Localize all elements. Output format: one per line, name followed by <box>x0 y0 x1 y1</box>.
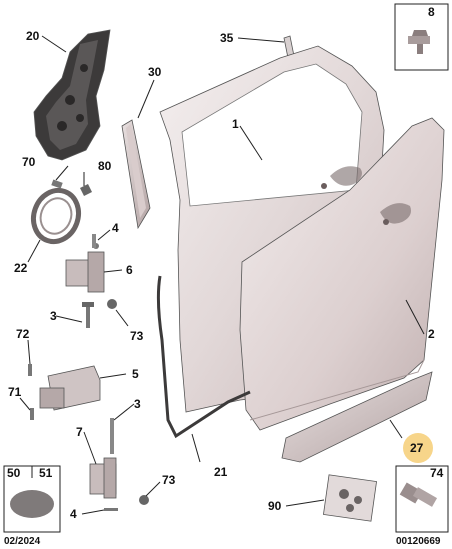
label-1: 1 <box>232 117 239 131</box>
label-7: 7 <box>76 425 83 439</box>
label-72: 72 <box>16 327 30 341</box>
label-80: 80 <box>98 159 112 173</box>
label-5: 5 <box>132 367 139 381</box>
label-6: 6 <box>126 263 133 277</box>
label-3-lower: 3 <box>134 397 141 411</box>
label-71: 71 <box>8 385 22 399</box>
pin-part-4-upper <box>92 234 96 248</box>
label-2: 2 <box>428 327 435 341</box>
label-4-upper: 4 <box>112 221 119 235</box>
label-90: 90 <box>268 499 282 513</box>
label-4-lower: 4 <box>70 507 77 521</box>
leader-lines <box>19 35 425 515</box>
highlight-circle <box>403 433 433 463</box>
hinge-upper-part-6 <box>65 243 105 293</box>
label-51: 51 <box>39 466 53 480</box>
label-22: 22 <box>14 261 28 275</box>
label-30: 30 <box>148 65 162 79</box>
screw-part-71 <box>30 408 34 420</box>
label-70: 70 <box>22 155 36 169</box>
label-73-upper: 73 <box>130 329 144 343</box>
clip-part-70 <box>51 179 63 189</box>
pin-part-4-lower <box>104 508 118 511</box>
clip-block-part-90 <box>322 474 378 522</box>
clip-part-80 <box>80 184 92 196</box>
box-part-8 <box>394 3 449 71</box>
hinge-lower-part-5 <box>39 365 101 411</box>
window-regulator-part-20 <box>33 29 111 161</box>
box-part-50-51 <box>3 465 61 533</box>
nut-part-73-upper <box>107 299 117 309</box>
label-3-upper: 3 <box>50 309 57 323</box>
label-8: 8 <box>428 5 435 19</box>
screw-part-72 <box>28 364 32 376</box>
pillar-trim-part-30 <box>121 119 151 230</box>
bolt-part-3-upper <box>82 302 94 328</box>
label-74: 74 <box>430 466 444 480</box>
footer-ref: 00120669 <box>396 536 441 547</box>
door-seal-part-21 <box>156 275 251 439</box>
label-20: 20 <box>26 29 40 43</box>
nut-part-73-lower <box>139 495 149 505</box>
label-73-lower: 73 <box>162 473 176 487</box>
sill-trim-part-27 <box>281 371 433 463</box>
door-outer-part-2 <box>239 117 445 431</box>
door-check-part-7 <box>89 418 117 499</box>
label-27: 27 <box>410 441 424 455</box>
callout-labels: 20 35 30 1 70 80 22 4 6 3 73 72 5 71 3 7… <box>7 5 444 521</box>
label-50: 50 <box>7 466 21 480</box>
label-35: 35 <box>220 31 234 45</box>
box-part-74 <box>395 465 449 533</box>
speaker-ring-part-22 <box>30 187 82 245</box>
footer-date: 02/2024 <box>4 536 41 547</box>
label-21: 21 <box>214 465 228 479</box>
